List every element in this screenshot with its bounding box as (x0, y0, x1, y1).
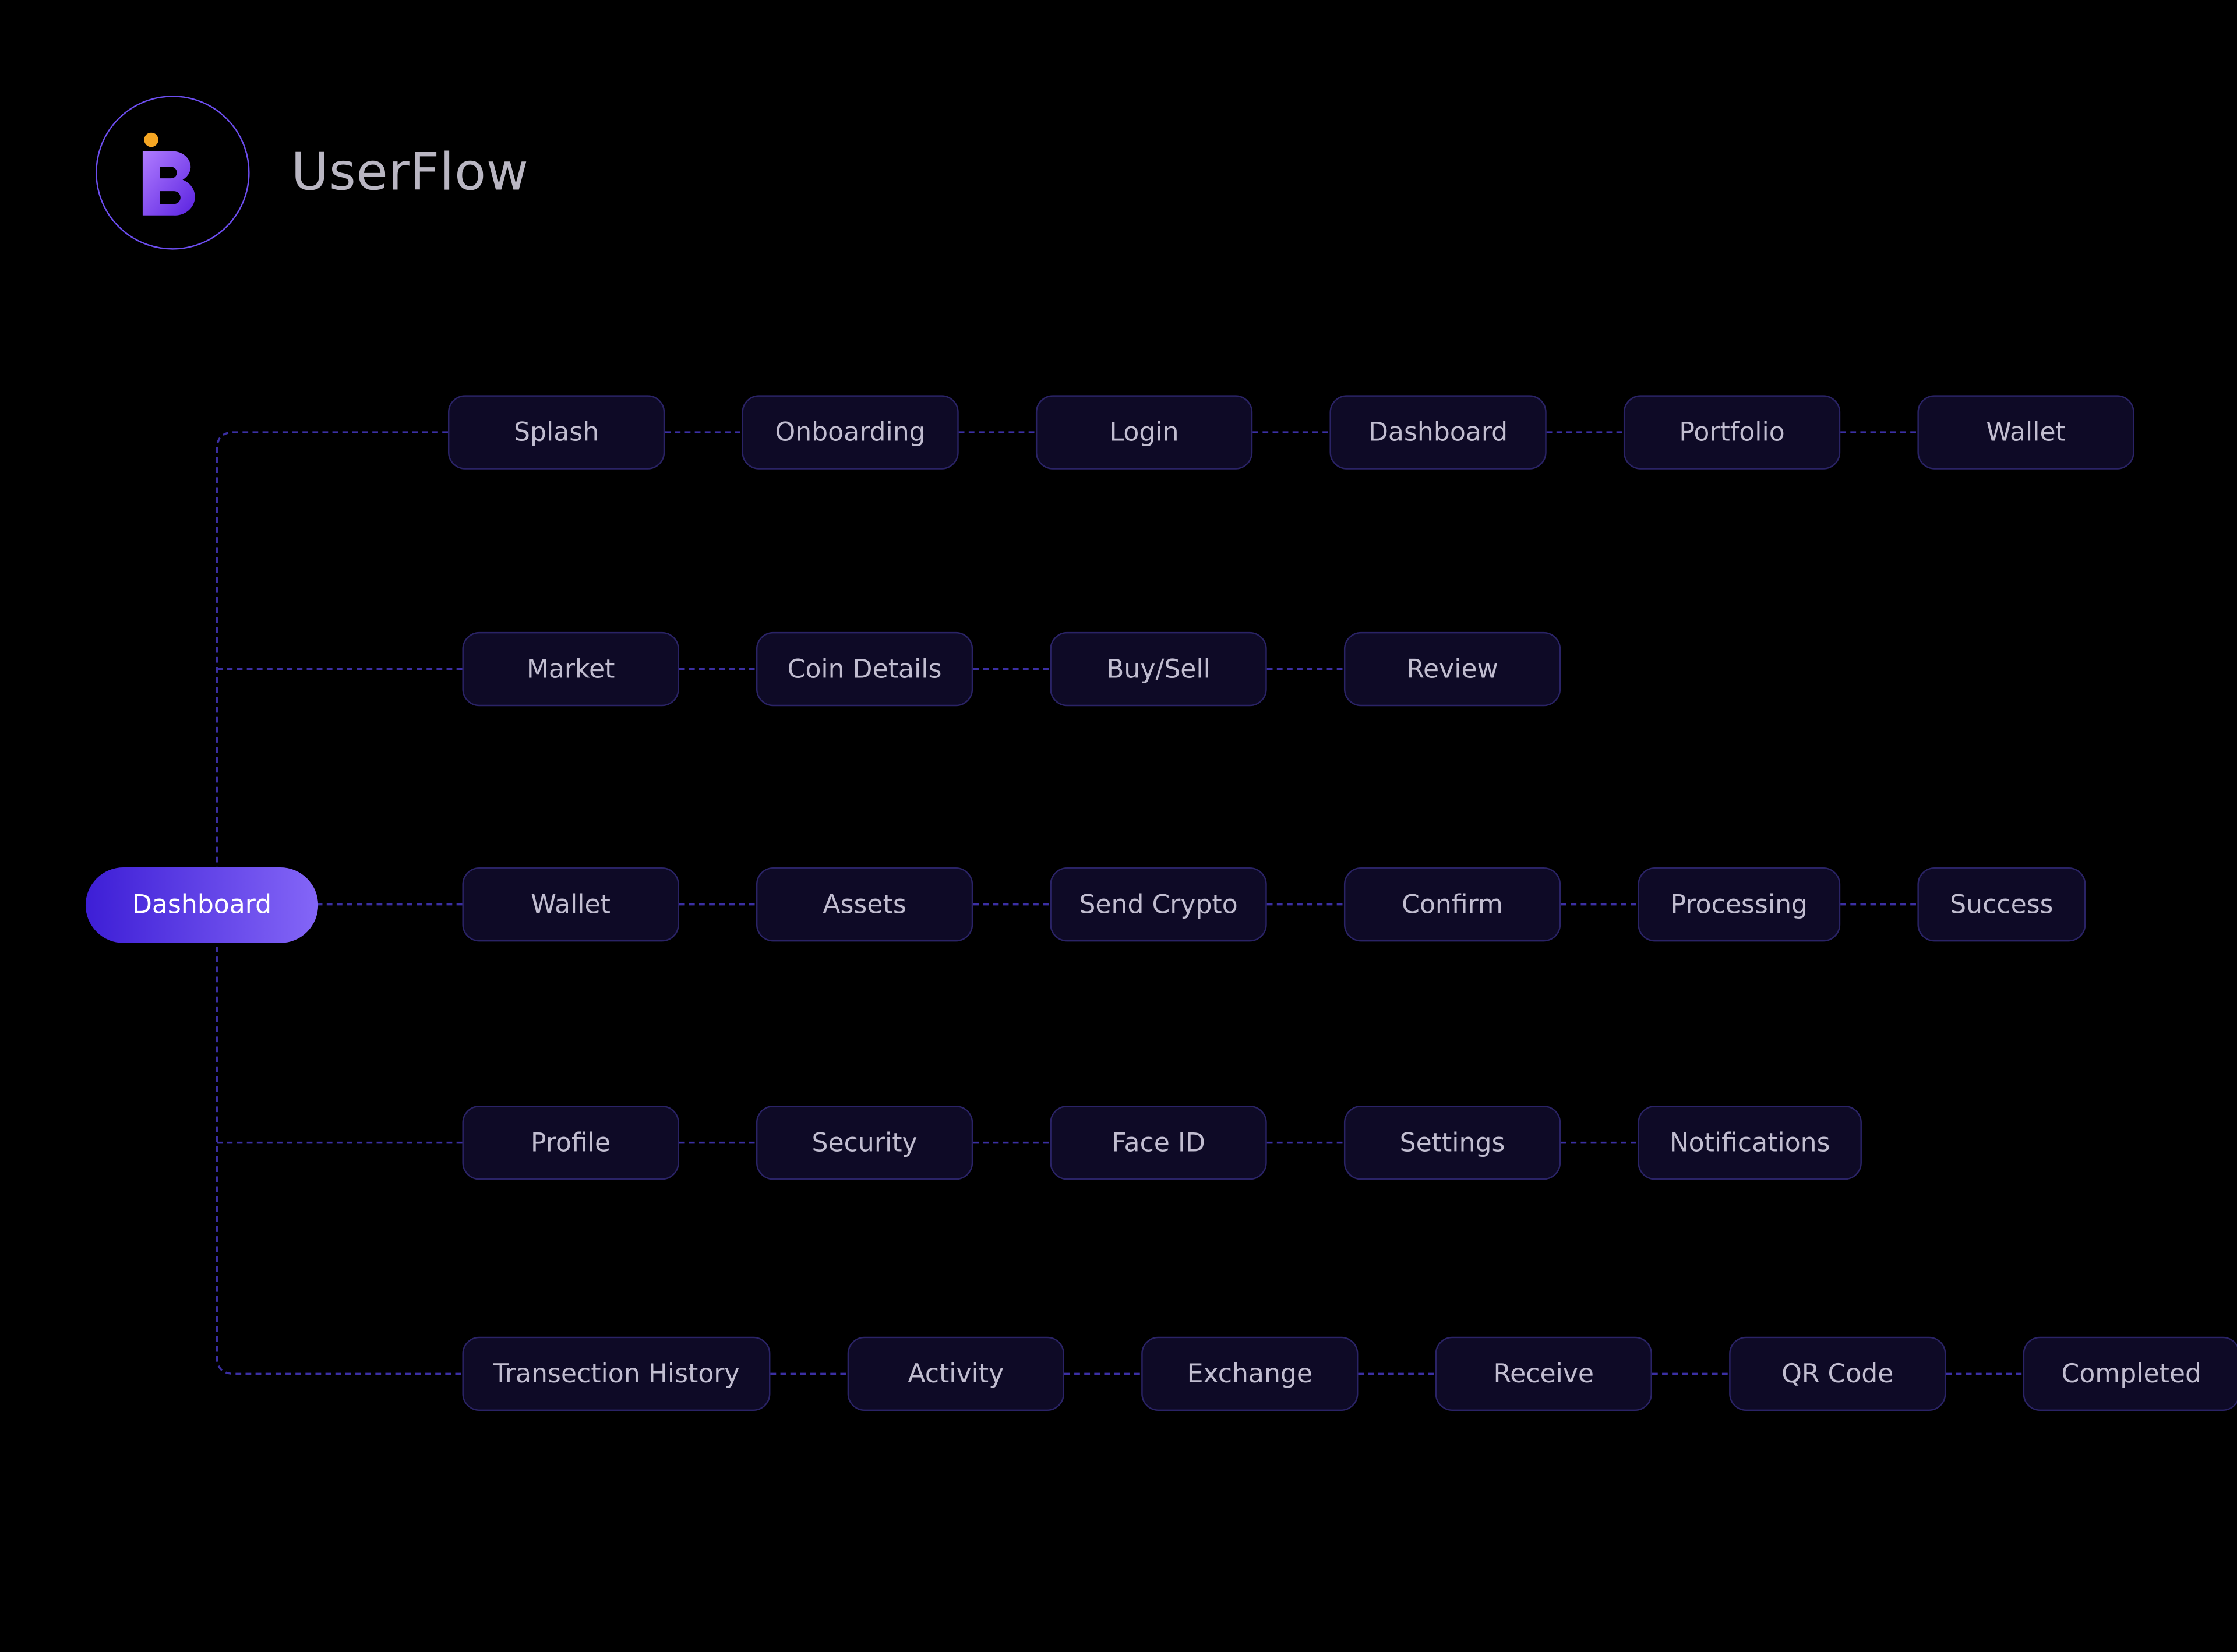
flow-node-review[interactable]: Review (1343, 631, 1561, 707)
flow-node-receive[interactable]: Receive (1435, 1336, 1652, 1411)
flow-node-send-crypto[interactable]: Send Crypto (1050, 867, 1267, 942)
flow-node-splash[interactable]: Splash (447, 395, 665, 470)
flow-node-exchange[interactable]: Exchange (1141, 1336, 1359, 1411)
flow-node-confirm[interactable]: Confirm (1343, 867, 1561, 942)
flow-node-assets[interactable]: Assets (756, 867, 973, 942)
flow-node-completed[interactable]: Completed (2023, 1336, 2237, 1411)
flow-node-notifications[interactable]: Notifications (1638, 1105, 1862, 1180)
flow-node-buy-sell[interactable]: Buy/Sell (1050, 631, 1267, 707)
root-node-dashboard[interactable]: Dashboard (85, 867, 319, 943)
flow-node-login[interactable]: Login (1035, 395, 1253, 470)
flow-node-security[interactable]: Security (756, 1105, 973, 1180)
flow-node-onboarding[interactable]: Onboarding (742, 395, 959, 470)
userflow-logo-icon (142, 132, 195, 216)
flow-node-wallet[interactable]: Wallet (462, 867, 679, 942)
flow-node-transection-history[interactable]: Transection History (462, 1336, 771, 1411)
flow-node-success[interactable]: Success (1917, 867, 2086, 942)
flow-node-dashboard[interactable]: Dashboard (1329, 395, 1547, 470)
flow-node-wallet[interactable]: Wallet (1917, 395, 2134, 470)
flow-node-face-id[interactable]: Face ID (1050, 1105, 1267, 1180)
logo-ring (96, 96, 250, 250)
flow-node-activity[interactable]: Activity (847, 1336, 1064, 1411)
flow-node-qr-code[interactable]: QR Code (1729, 1336, 1946, 1411)
flow-node-processing[interactable]: Processing (1638, 867, 1841, 942)
flow-node-market[interactable]: Market (462, 631, 679, 707)
flow-node-settings[interactable]: Settings (1343, 1105, 1561, 1180)
flow-node-portfolio[interactable]: Portfolio (1623, 395, 1841, 470)
page-title: UserFlow (291, 144, 529, 203)
flow-node-profile[interactable]: Profile (462, 1105, 679, 1180)
flow-node-coin-details[interactable]: Coin Details (756, 631, 973, 707)
